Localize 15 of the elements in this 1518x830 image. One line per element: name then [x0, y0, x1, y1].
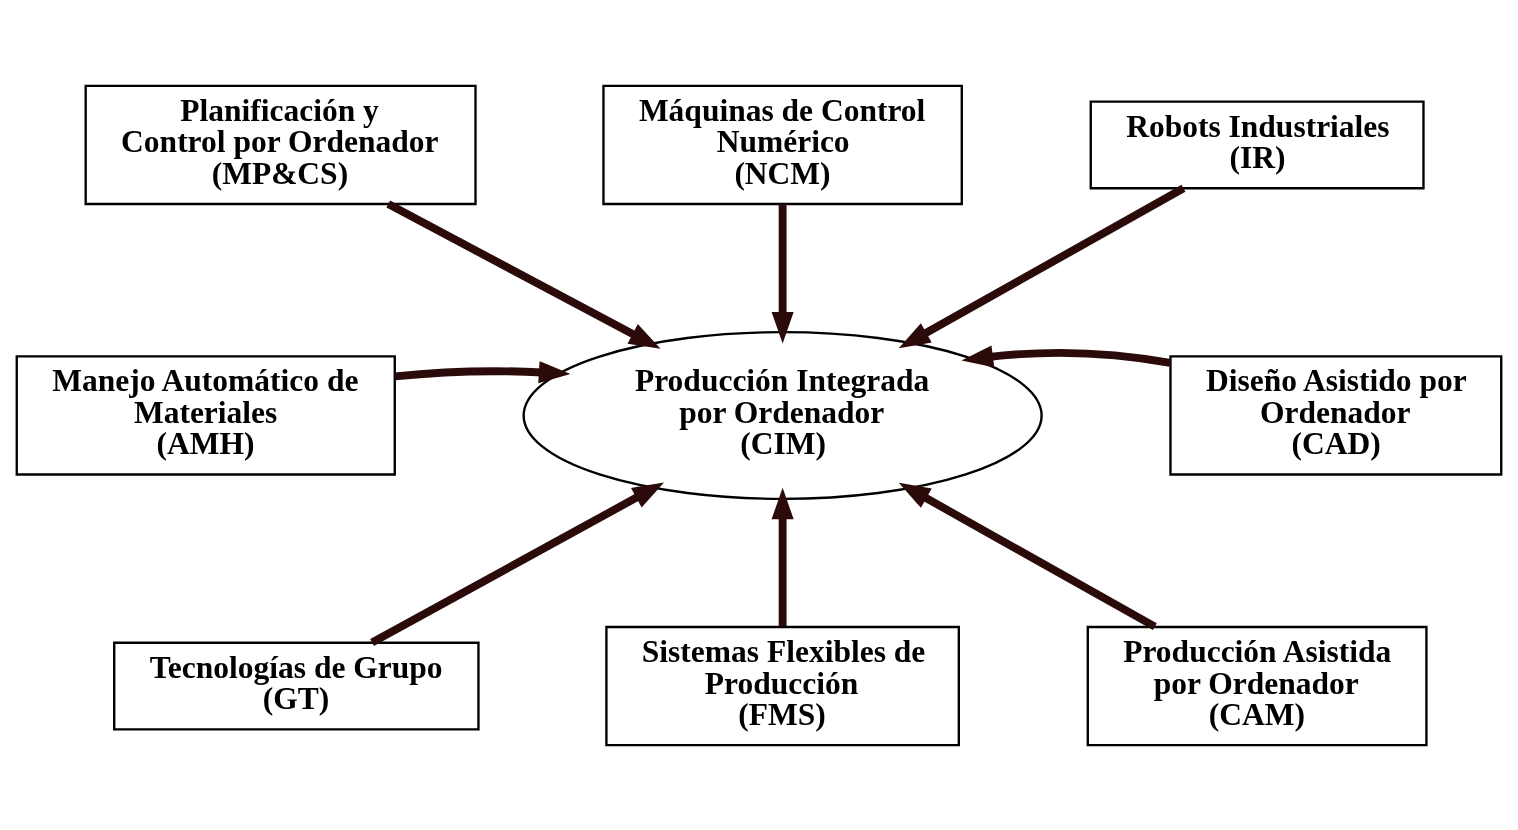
node-box: Diseño Asistido por Ordenador (CAD)	[1169, 354, 1503, 476]
node-box: Máquinas de Control Numérico (NCM)	[602, 84, 963, 205]
node-box: Tecnologías de Grupo (GT)	[113, 641, 480, 731]
node-box: Planificación y Control por Ordenador (MP&CS)	[84, 84, 477, 205]
arrow	[386, 200, 661, 349]
node-box: Robots Industriales (IR)	[1089, 99, 1425, 189]
node-box: Manejo Automático de Materiales (AMH)	[15, 354, 396, 476]
arrow	[898, 482, 1157, 630]
arrow	[394, 360, 571, 383]
node-box: Producción Asistida por Ordenador (CAM)	[1086, 625, 1428, 746]
arrow	[370, 482, 665, 646]
node-ellipse: Producción Integrada por Ordenador (CIM)	[522, 330, 1043, 500]
arrow	[898, 184, 1186, 348]
arrow	[771, 487, 794, 626]
node-box: Sistemas Flexibles de Producción (FMS)	[605, 625, 960, 746]
